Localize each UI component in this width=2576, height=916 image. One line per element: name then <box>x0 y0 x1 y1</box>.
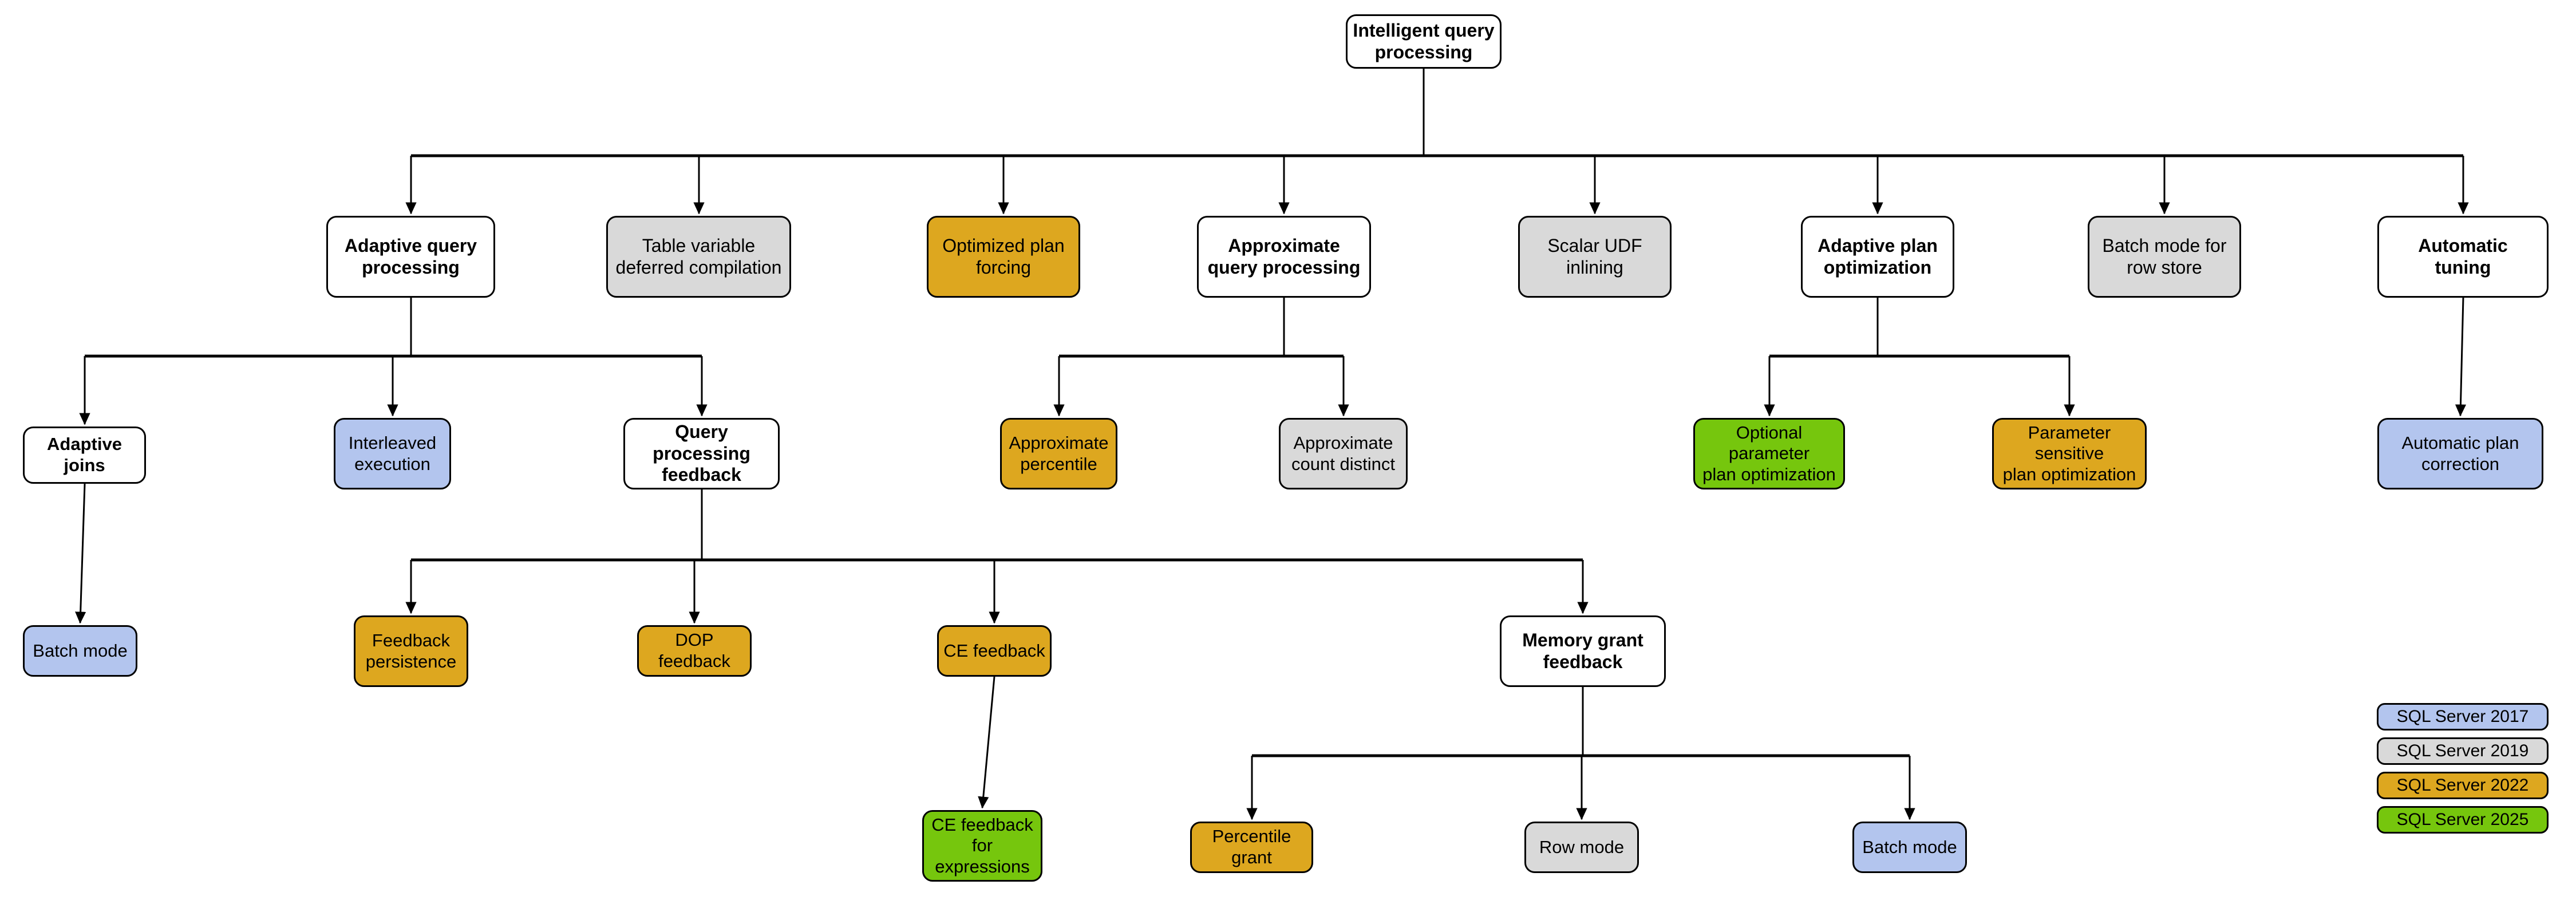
node-appcd[interactable]: Approximate count distinct <box>1279 418 1408 489</box>
node-label: Table variable deferred compilation <box>615 235 782 278</box>
node-label: Parameter sensitive plan optimization <box>2002 422 2136 484</box>
node-label: Optimized plan forcing <box>942 235 1065 278</box>
node-pspo[interactable]: Parameter sensitive plan optimization <box>1992 418 2147 489</box>
node-bmrs[interactable]: Batch mode for row store <box>2088 216 2241 298</box>
edge-cefb-cefbexpr <box>978 676 995 809</box>
node-opf[interactable]: Optimized plan forcing <box>927 216 1080 298</box>
node-label: Approximate count distinct <box>1291 432 1395 474</box>
node-batchmode2[interactable]: Batch mode <box>1852 822 1967 873</box>
node-aqp[interactable]: Adaptive query processing <box>326 216 495 298</box>
node-label: Memory grant feedback <box>1522 629 1643 672</box>
node-label: DOP feedback <box>658 630 730 671</box>
node-batchmode1[interactable]: Batch mode <box>23 625 137 677</box>
node-apc[interactable]: Automatic plan correction <box>2377 418 2543 489</box>
node-label: Row mode <box>1539 836 1625 857</box>
node-label: Automatic tuning <box>2418 235 2508 278</box>
node-label: Percentile grant <box>1212 826 1291 867</box>
node-oppo[interactable]: Optional parameter plan optimization <box>1693 418 1845 489</box>
node-udf[interactable]: Scalar UDF inlining <box>1518 216 1672 298</box>
node-label: Batch mode <box>33 640 128 661</box>
legend-item-label: SQL Server 2025 <box>2396 810 2529 829</box>
node-label: Intelligent query processing <box>1353 19 1495 62</box>
edge-adaptjoins-batchmode1 <box>75 483 86 624</box>
node-label: Batch mode for row store <box>2102 235 2227 278</box>
node-label: CE feedback for expressions <box>931 814 1033 876</box>
legend-item-sql-server-2019: SQL Server 2019 <box>2377 737 2549 765</box>
legend-item-label: SQL Server 2017 <box>2396 707 2529 726</box>
legend-item-label: SQL Server 2022 <box>2396 776 2529 795</box>
node-interleaved[interactable]: Interleaved execution <box>334 418 451 489</box>
node-label: Feedback persistence <box>365 630 457 672</box>
node-label: Adaptive query processing <box>344 235 477 278</box>
node-label: CE feedback <box>943 640 1045 661</box>
node-pctgrant[interactable]: Percentile grant <box>1190 822 1313 873</box>
node-label: Adaptive plan optimization <box>1818 235 1938 278</box>
node-label: Batch mode <box>1862 836 1957 857</box>
node-dopfb[interactable]: DOP feedback <box>637 625 752 677</box>
node-approx[interactable]: Approximate query processing <box>1197 216 1371 298</box>
node-label: Automatic plan correction <box>2401 432 2519 474</box>
legend-item-label: SQL Server 2019 <box>2396 741 2529 760</box>
node-tvdc[interactable]: Table variable deferred compilation <box>606 216 791 298</box>
node-cefbexpr[interactable]: CE feedback for expressions <box>922 810 1042 882</box>
node-adaptjoins[interactable]: Adaptive joins <box>23 427 146 484</box>
node-label: Approximate percentile <box>1009 432 1109 474</box>
node-qpf[interactable]: Query processing feedback <box>623 418 780 489</box>
legend-item-sql-server-2025: SQL Server 2025 <box>2377 806 2549 834</box>
node-fbpersist[interactable]: Feedback persistence <box>354 615 468 687</box>
edge-autotune-apc <box>2455 297 2467 417</box>
node-root[interactable]: Intelligent query processing <box>1346 14 1502 69</box>
node-label: Interleaved execution <box>348 432 437 474</box>
node-rowmode[interactable]: Row mode <box>1524 822 1639 873</box>
node-label: Optional parameter plan optimization <box>1702 422 1836 484</box>
node-label: Query processing feedback <box>653 421 750 485</box>
node-label: Scalar UDF inlining <box>1547 235 1642 278</box>
node-mgf[interactable]: Memory grant feedback <box>1500 615 1666 687</box>
legend-item-sql-server-2022: SQL Server 2022 <box>2377 772 2549 799</box>
node-label: Approximate query processing <box>1207 235 1361 278</box>
node-label: Adaptive joins <box>47 434 122 475</box>
legend-item-sql-server-2017: SQL Server 2017 <box>2377 703 2549 731</box>
node-appct[interactable]: Approximate percentile <box>1000 418 1117 489</box>
node-autotune[interactable]: Automatic tuning <box>2377 216 2549 298</box>
node-cefb[interactable]: CE feedback <box>937 625 1052 677</box>
node-apo[interactable]: Adaptive plan optimization <box>1801 216 1954 298</box>
